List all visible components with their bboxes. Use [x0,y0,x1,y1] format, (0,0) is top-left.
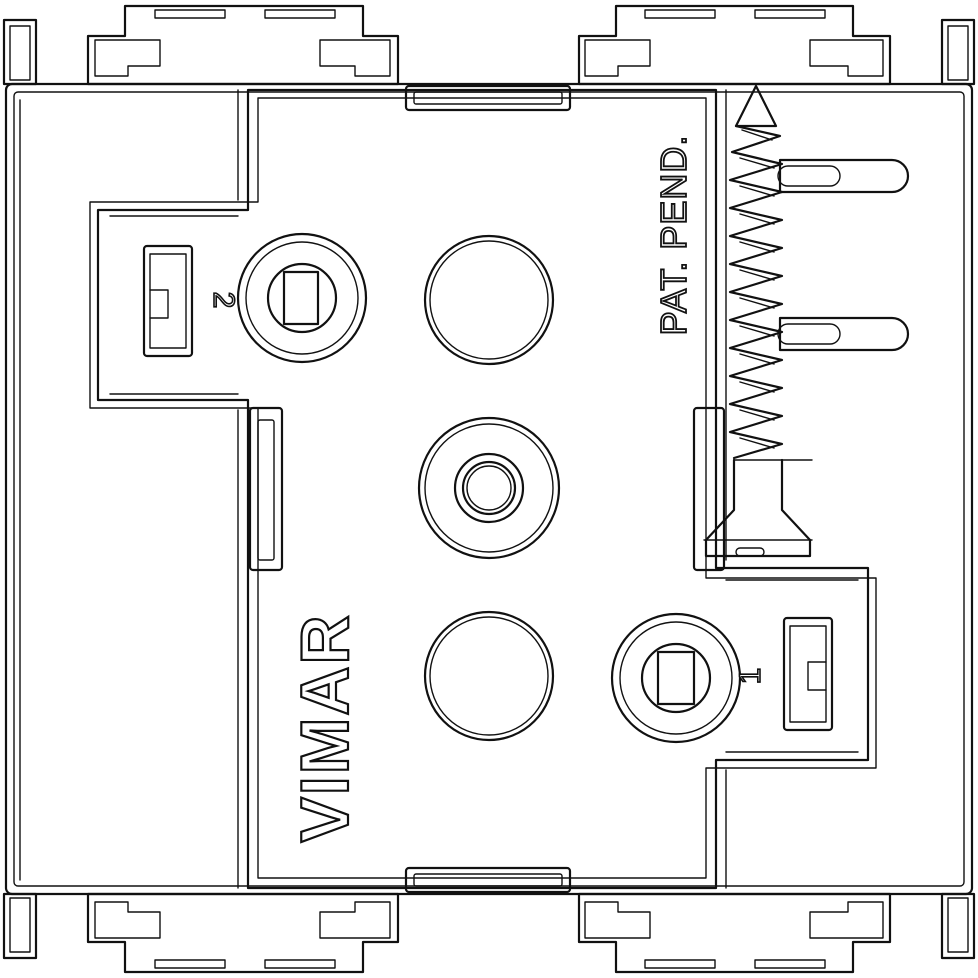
top-clips [2,4,976,86]
terminal-1: 1 [610,612,834,744]
centre-holes [417,234,561,742]
terminal-1-label: 1 [734,668,767,685]
terminal-2: 2 [142,232,368,364]
module-body [4,82,974,896]
face-plate [89,88,877,890]
latch-slots [248,84,726,894]
bottom-clips [2,892,976,974]
terminal-2-label: 2 [207,292,240,309]
brand-logo: VIMAR [287,613,363,842]
screw-icon [703,84,910,558]
patent-label: PAT. PEND. [653,135,694,336]
